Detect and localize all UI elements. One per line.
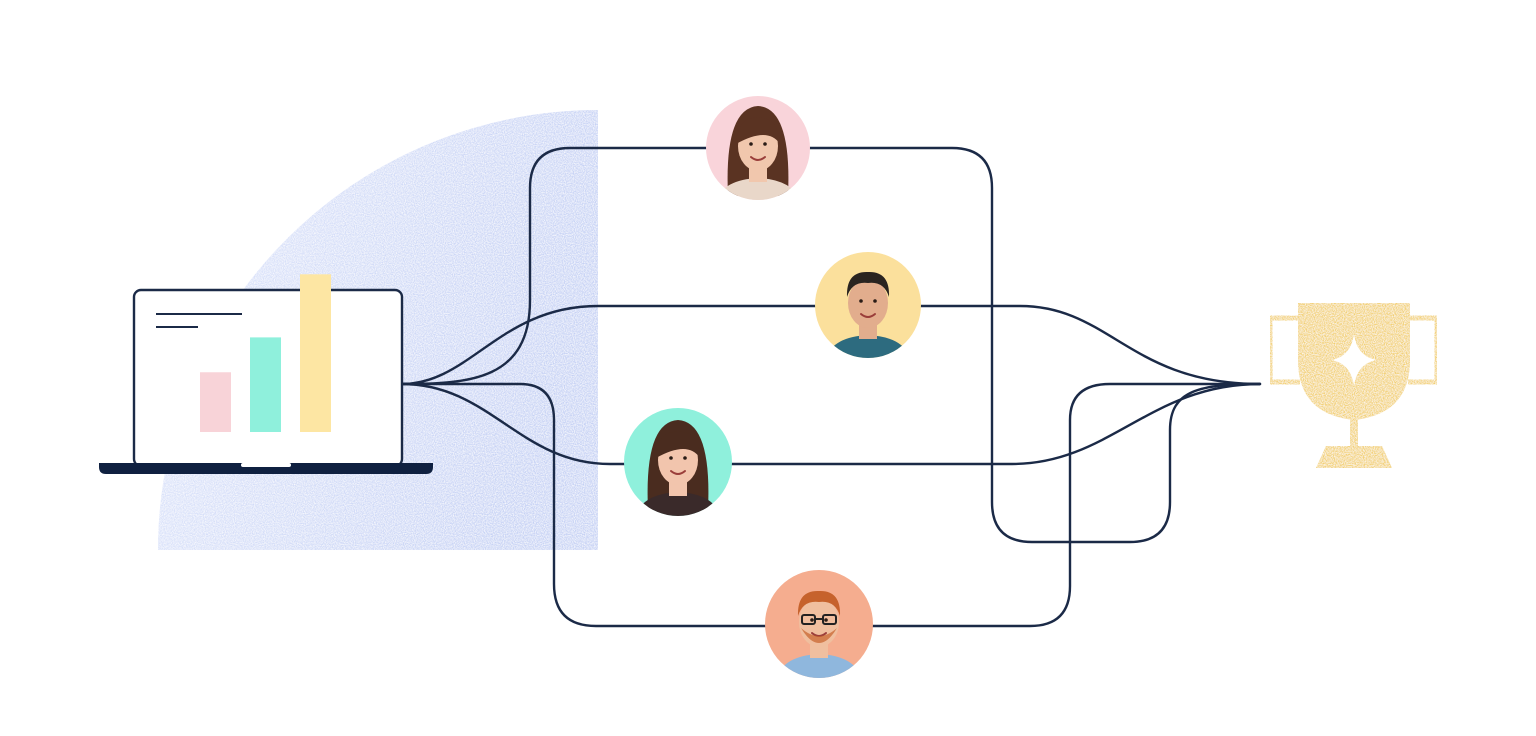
laptop-notch bbox=[241, 463, 291, 467]
smile bbox=[860, 313, 876, 318]
hair-short bbox=[846, 271, 890, 297]
hair-short bbox=[797, 590, 841, 616]
path-to-person-3 bbox=[400, 382, 1262, 466]
eye-left bbox=[810, 618, 814, 622]
eye-left bbox=[859, 299, 863, 303]
connector-lines bbox=[400, 146, 1262, 628]
trophy-base bbox=[1316, 446, 1392, 468]
person-3-woman-long-hair-avatar bbox=[624, 408, 732, 516]
eye-left bbox=[669, 456, 673, 460]
shirt bbox=[714, 178, 802, 200]
beard bbox=[801, 628, 837, 643]
person-4-man-glasses-red-hair-avatar bbox=[765, 570, 873, 678]
smile bbox=[750, 156, 766, 161]
trophy-handles bbox=[1267, 315, 1440, 385]
face bbox=[848, 278, 888, 328]
path-to-person-1 bbox=[400, 146, 1262, 544]
bar-yellow bbox=[300, 274, 331, 432]
hair-front bbox=[736, 117, 780, 144]
eye-right bbox=[683, 456, 687, 460]
smile bbox=[670, 470, 686, 475]
eye-left bbox=[749, 142, 753, 146]
path-to-person-2 bbox=[400, 304, 1262, 386]
eye-right bbox=[824, 618, 828, 622]
laptop-illustration bbox=[99, 274, 433, 474]
trophy-icon bbox=[1267, 303, 1440, 468]
hair-front bbox=[656, 431, 700, 458]
laptop-base bbox=[99, 463, 433, 474]
eye-right bbox=[873, 299, 877, 303]
trophy-stem bbox=[1350, 418, 1358, 446]
bar-mint bbox=[250, 337, 281, 432]
path-to-person-4 bbox=[400, 382, 1262, 628]
person-1-woman-brown-hair-avatar bbox=[706, 96, 810, 200]
eye-right bbox=[763, 142, 767, 146]
bar-pink bbox=[200, 372, 231, 432]
person-2-man-dark-hair-avatar bbox=[815, 252, 921, 358]
trophy-star-icon bbox=[1332, 334, 1376, 386]
